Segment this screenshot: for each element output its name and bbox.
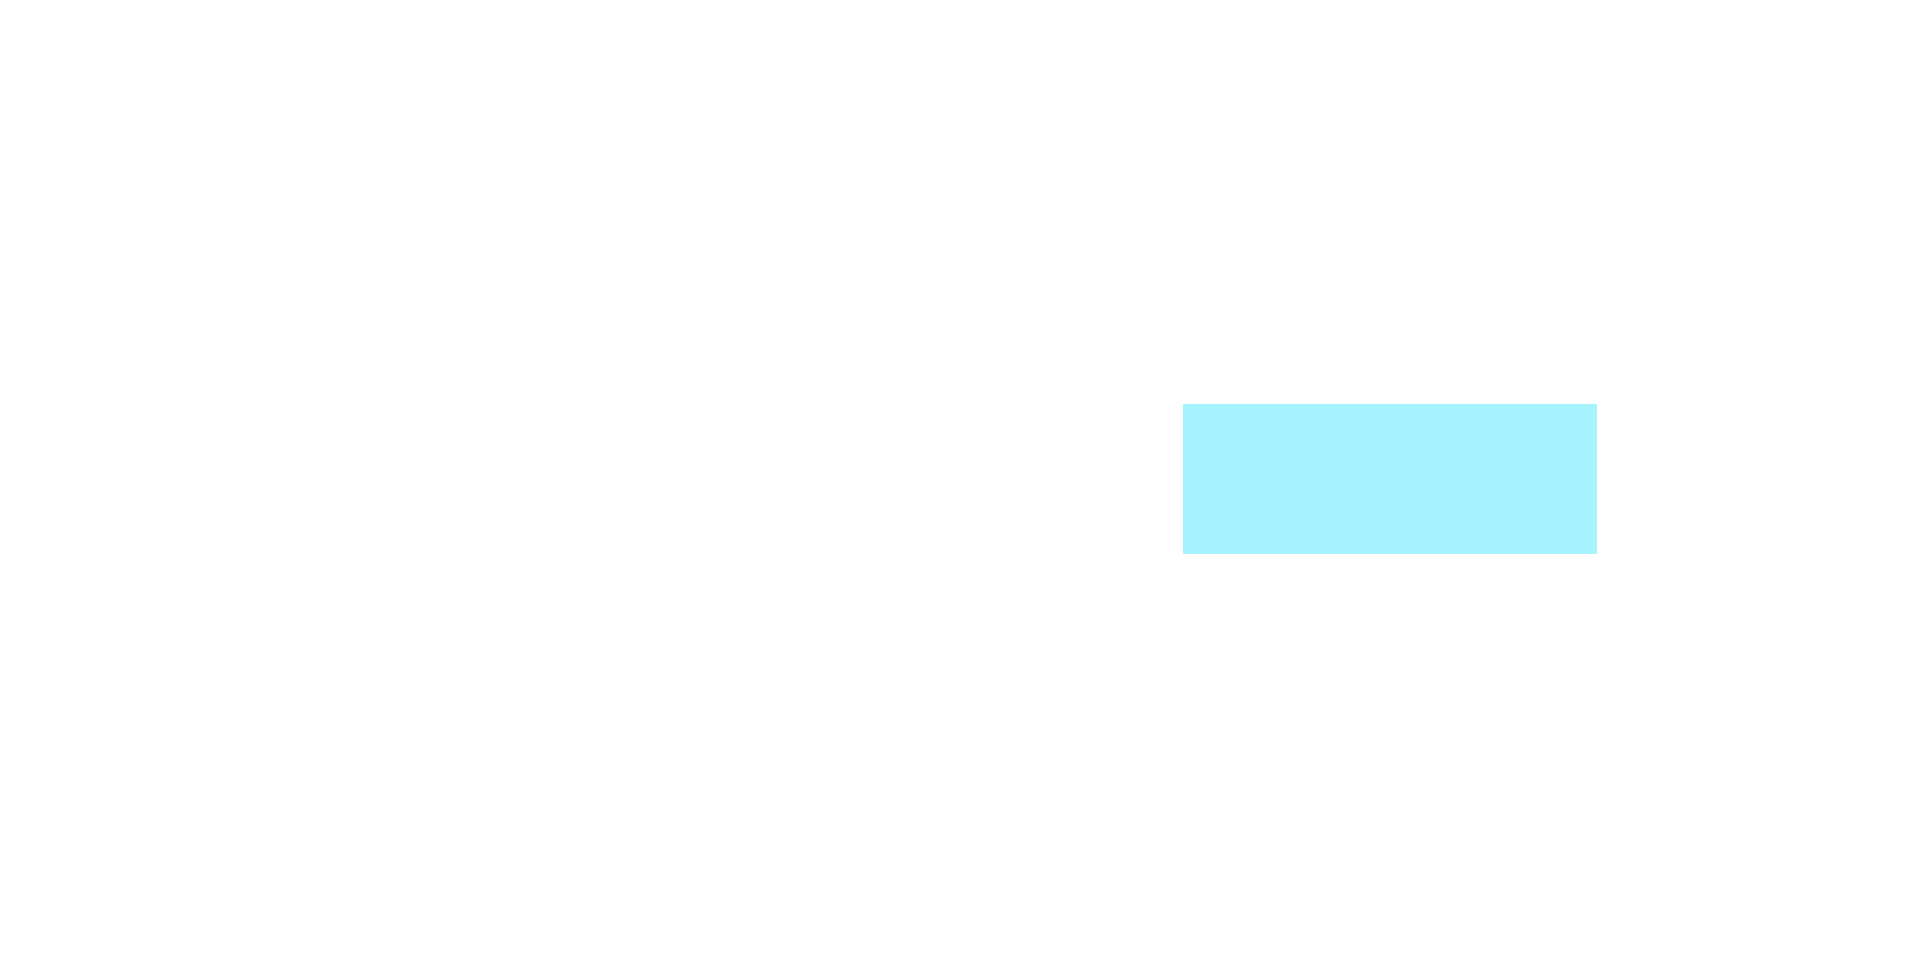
cyan-highlight-rectangle — [1183, 404, 1597, 554]
